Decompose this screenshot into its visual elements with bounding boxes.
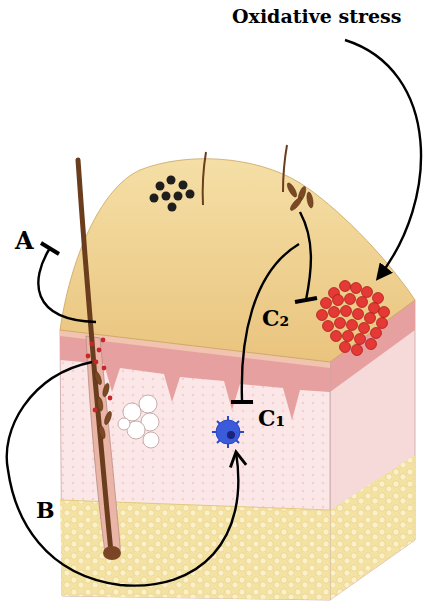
side-fat: [330, 455, 415, 600]
melanocytes: [93, 371, 113, 440]
sebaceous-gland: [118, 395, 159, 448]
skin-surface: [60, 159, 415, 362]
side-epidermis: [330, 300, 415, 392]
red-dots: [86, 338, 113, 413]
black-dots: [150, 176, 195, 212]
hair-shaft: [78, 160, 111, 552]
pathway-letter: C₂: [262, 306, 289, 330]
pathway-letter: C₁: [258, 406, 285, 430]
immune-cell: [212, 416, 244, 448]
stimulus-label: Oxidative stress: [232, 6, 401, 27]
hair-bulb: [103, 546, 121, 560]
pathway-letter: B: [36, 498, 55, 522]
pathway-letter: A: [15, 228, 34, 254]
pathway-lines: [7, 40, 421, 586]
side-face: [330, 300, 415, 600]
hair: [203, 152, 206, 205]
red-cell-cluster: [317, 281, 390, 356]
melanin-rods: [286, 182, 315, 212]
hair: [283, 145, 287, 192]
